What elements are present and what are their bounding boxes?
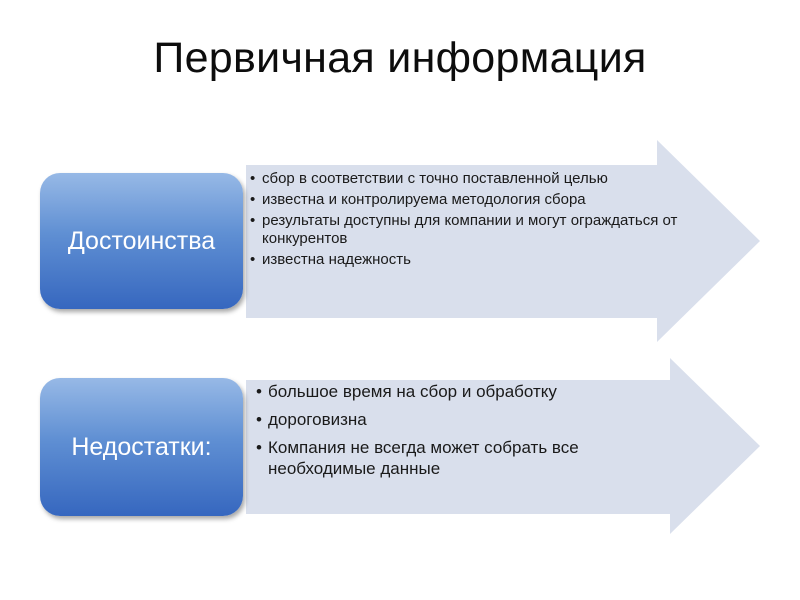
advantages-label: Достоинства (67, 226, 216, 255)
disadvantages-item: Компания не всегда может собрать все нео… (256, 437, 668, 479)
advantages-item: известна надежность (250, 251, 692, 269)
advantages-list: сбор в соответствии с точно поставленной… (250, 170, 692, 272)
advantages-item: сбор в соответствии с точно поставленной… (250, 170, 692, 188)
disadvantages-label-box: Недостатки: (40, 378, 243, 516)
advantages-item: результаты доступны для компании и могут… (250, 212, 692, 248)
slide-title: Первичная информация (153, 34, 647, 82)
disadvantages-label: Недостатки: (71, 432, 212, 461)
disadvantages-item: дороговизна (256, 409, 668, 430)
advantages-label-box: Достоинства (40, 173, 243, 309)
disadvantages-list: большое время на сбор и обработку дорого… (256, 381, 668, 486)
disadvantages-item: большое время на сбор и обработку (256, 381, 668, 402)
advantages-item: известна и контролируема методология сбо… (250, 191, 692, 209)
